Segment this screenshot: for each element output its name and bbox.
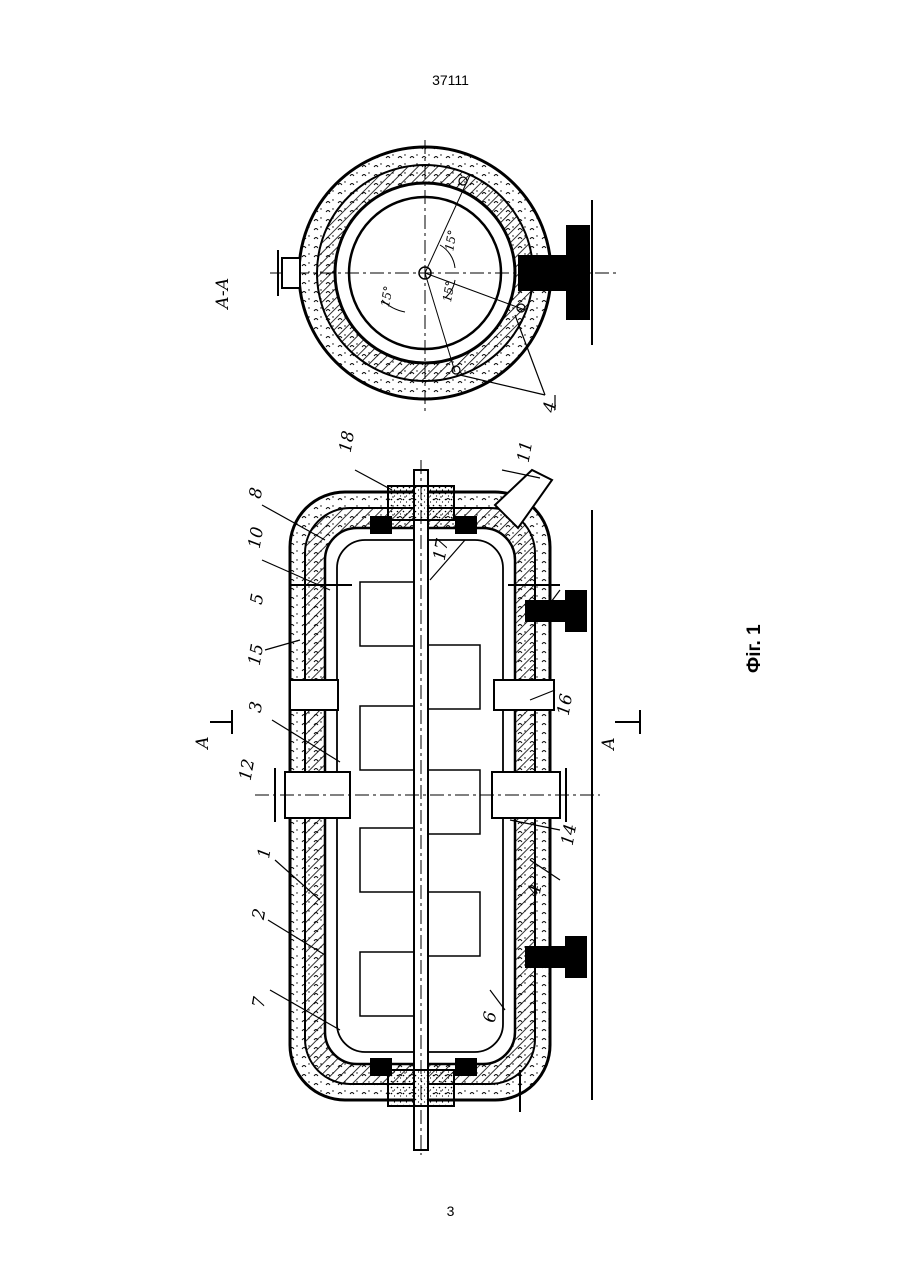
part-label-11: 11 bbox=[514, 439, 537, 464]
part-label-2: 2 bbox=[249, 907, 271, 922]
part-label-14: 14 bbox=[558, 822, 581, 847]
part-label-5: 5 bbox=[247, 592, 269, 606]
part-label-12: 12 bbox=[236, 757, 259, 782]
part-label-15: 15 bbox=[245, 642, 268, 667]
part-label-18: 18 bbox=[336, 429, 359, 454]
part-label-7: 7 bbox=[249, 995, 271, 1009]
part-label-16: 16 bbox=[554, 692, 577, 717]
section-mark-top: А bbox=[193, 736, 213, 750]
section-mark-bottom: А bbox=[599, 737, 619, 751]
part-label-10: 10 bbox=[245, 525, 268, 550]
part-label-4-section: 4 bbox=[540, 400, 562, 415]
figure-caption: Фіг. 1 bbox=[744, 624, 765, 673]
part-label-1: 1 bbox=[254, 846, 276, 860]
part-label-8: 8 bbox=[246, 486, 268, 500]
part-label-17: 17 bbox=[430, 537, 453, 562]
cross-section-a-a: 15° 15° 15° А-А 4 bbox=[213, 140, 620, 415]
longitudinal-section: А А 7 2 1 12 3 15 5 10 8 18 bbox=[193, 429, 640, 1155]
part-label-3: 3 bbox=[246, 700, 268, 714]
section-label: А-А bbox=[213, 278, 233, 311]
